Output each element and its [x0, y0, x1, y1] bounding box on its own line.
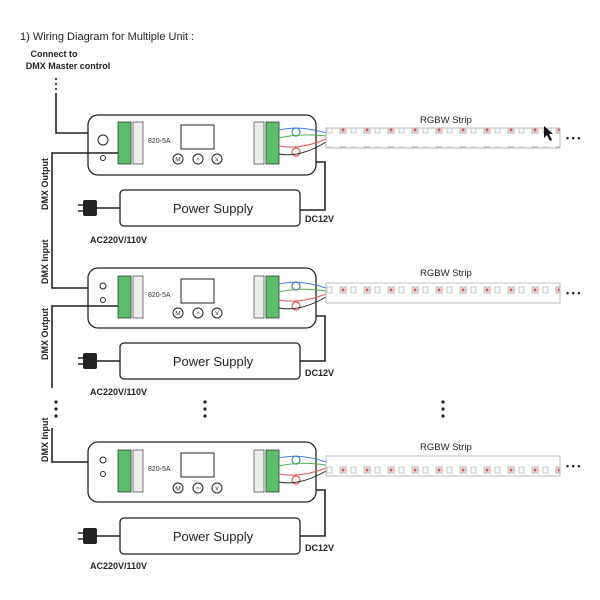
dmx-input-label-2: DMX Input [40, 240, 50, 285]
ac-label-1: AC220V/110V [90, 235, 147, 245]
cursor-icon [544, 126, 553, 141]
strip-label-3: RGBW Strip [420, 442, 472, 453]
decoder-1-down-label: v [215, 156, 219, 163]
decoder-model-2: 820-5A [148, 292, 171, 299]
dmx-output-label-2: DMX Output [40, 308, 50, 360]
strip-label-2: RGBW Strip [420, 268, 472, 279]
dmx-output-label-1: DMX Output [40, 158, 50, 210]
master-label-line2: DMX Master control [26, 61, 111, 71]
strip-continue-3: • • • [566, 461, 580, 471]
ac-label-3: AC220V/110V [90, 561, 147, 571]
master-label-line1: Connect to [31, 49, 78, 59]
decoder-2-down-button [211, 307, 223, 319]
dc-label-3: DC12V [305, 543, 334, 553]
decoder-unit-3: 820-5A M ^ v [87, 441, 317, 503]
decoder-3-up-label: ^ [196, 486, 200, 493]
power-supply-label-2: Power Supply [173, 354, 254, 369]
decoder-2-up-button [192, 307, 204, 319]
ac-plug-icon-1 [78, 200, 120, 216]
rgbw-strip-3 [325, 455, 561, 477]
diagram-heading: 1) Wiring Diagram for Multiple Unit : [20, 31, 194, 43]
decoder-3-m-label: M [175, 486, 180, 493]
decoder-model-1: 820-5A [148, 138, 171, 145]
strip-continue-1: • • • [566, 133, 580, 143]
decoder-1-m-label: M [175, 157, 180, 164]
power-supply-label-1: Power Supply [173, 201, 254, 216]
continuation-dots [54, 400, 445, 418]
decoder-unit-1: 820-5A M ^ v [87, 114, 317, 176]
rgbw-strip-2 [325, 282, 561, 304]
decoder-model-3: 820-5A [148, 466, 171, 473]
dc-label-2: DC12V [305, 368, 334, 378]
decoder-3-down-button [211, 482, 223, 494]
decoder-2-up-label: ^ [196, 311, 200, 318]
decoder-2-m-label: M [175, 311, 180, 318]
decoder-2-m-button [172, 307, 184, 319]
power-supply-label-3: Power Supply [173, 529, 254, 544]
ac-label-2: AC220V/110V [90, 387, 147, 397]
rgbw-strip-1 [325, 127, 561, 149]
dc-label-1: DC12V [305, 214, 334, 224]
dmx-input-label-3: DMX Input [40, 418, 50, 463]
strip-continue-2: • • • [566, 288, 580, 298]
decoder-3-down-label: v [215, 485, 219, 492]
decoder-1-m-button [172, 153, 184, 165]
decoder-1-up-button [192, 153, 204, 165]
decoder-1-up-label: ^ [196, 157, 200, 164]
decoder-3-m-button [172, 482, 184, 494]
decoder-2-down-label: v [215, 310, 219, 317]
ac-plug-icon-2 [78, 353, 120, 369]
decoder-3-up-button [192, 482, 204, 494]
strip-label-1: RGBW Strip [420, 115, 472, 126]
ac-plug-icon-3 [78, 528, 120, 544]
decoder-unit-2: 820-5A M ^ v [87, 267, 317, 329]
decoder-1-down-button [211, 153, 223, 165]
